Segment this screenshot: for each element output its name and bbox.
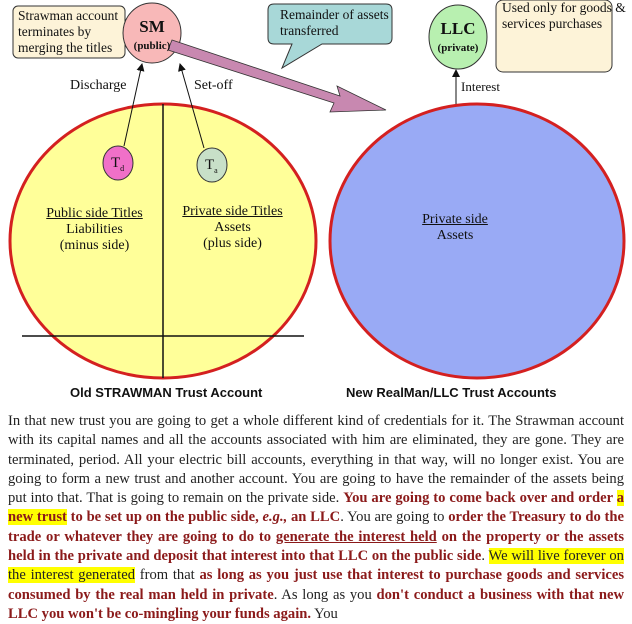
- bold-text: You are going to come back over and orde…: [343, 490, 617, 507]
- private-side-text: Private side Assets: [400, 212, 510, 244]
- bold-text: as long as you just use that interest to…: [8, 567, 625, 603]
- td-circle: [102, 145, 134, 181]
- ta-label: Ta: [205, 157, 218, 179]
- ta-circle: [196, 147, 228, 183]
- strawman-note: Strawman account terminates by merging t…: [18, 8, 119, 55]
- setoff-label: Set-off: [194, 78, 233, 93]
- llc-title: LLC: [440, 19, 476, 38]
- bold-text: an LLC: [287, 509, 341, 526]
- bold-text: order the Treasury to do the trade or wh…: [8, 509, 625, 545]
- remainder-callout: Remainder of assets transferred: [280, 7, 389, 38]
- llc-circle: [428, 4, 488, 70]
- underlined-text: generate the interest held: [275, 528, 437, 545]
- ta-letter: T: [205, 157, 215, 173]
- setoff-arrow: [178, 63, 205, 149]
- bold-text: to be set up on the public side,: [66, 509, 263, 526]
- remainder-callout-box: [267, 3, 393, 70]
- private-side: Private side: [422, 212, 488, 227]
- public-titles: Public side Titles: [46, 206, 143, 221]
- ta-subscript: a: [214, 166, 218, 175]
- text: In that new trust you are going to get a…: [8, 413, 624, 507]
- text: .: [481, 548, 489, 565]
- used-note: Used only for goods & services purchases: [502, 0, 626, 31]
- llc-subtitle: (private): [437, 42, 479, 54]
- transfer-arrow: [167, 39, 387, 113]
- sm-subtitle: (public): [133, 40, 171, 52]
- assets-right: Assets: [436, 228, 474, 243]
- trust-diagram: [8, 0, 626, 380]
- minus-side: (minus side): [59, 238, 130, 253]
- body-paragraph: In that new trust you are going to get a…: [8, 412, 624, 624]
- caption-new-trust: New RealMan/LLC Trust Accounts: [346, 385, 557, 400]
- liabilities: Liabilities: [66, 222, 123, 237]
- interest-label: Interest: [461, 79, 500, 94]
- used-note-box: [495, 0, 613, 73]
- bold-text: on the property or the assets held in th…: [8, 528, 625, 565]
- text: from that: [135, 567, 200, 584]
- text: You: [311, 605, 338, 622]
- sm-circle: [122, 2, 182, 64]
- assets-left: Assets: [214, 220, 251, 235]
- discharge-arrow: [123, 63, 145, 147]
- plus-side: (plus side): [203, 236, 262, 251]
- td-letter: T: [111, 155, 121, 171]
- td-subscript: d: [120, 164, 125, 173]
- new-realman-trust-circle: [328, 102, 626, 380]
- sm-title: SM: [139, 17, 165, 36]
- discharge-label: Discharge: [70, 78, 127, 93]
- private-titles-text: Private side Titles Assets (plus side): [170, 204, 295, 252]
- caption-old-trust: Old STRAWMAN Trust Account: [70, 385, 263, 400]
- text: . You are going to: [340, 509, 449, 526]
- private-titles: Private side Titles: [182, 204, 283, 219]
- td-label: Td: [111, 155, 124, 177]
- text: . As long as you: [273, 586, 377, 603]
- public-side-text: Public side Titles Liabilities (minus si…: [32, 206, 157, 254]
- bold-italic-text: e.g.,: [262, 509, 288, 526]
